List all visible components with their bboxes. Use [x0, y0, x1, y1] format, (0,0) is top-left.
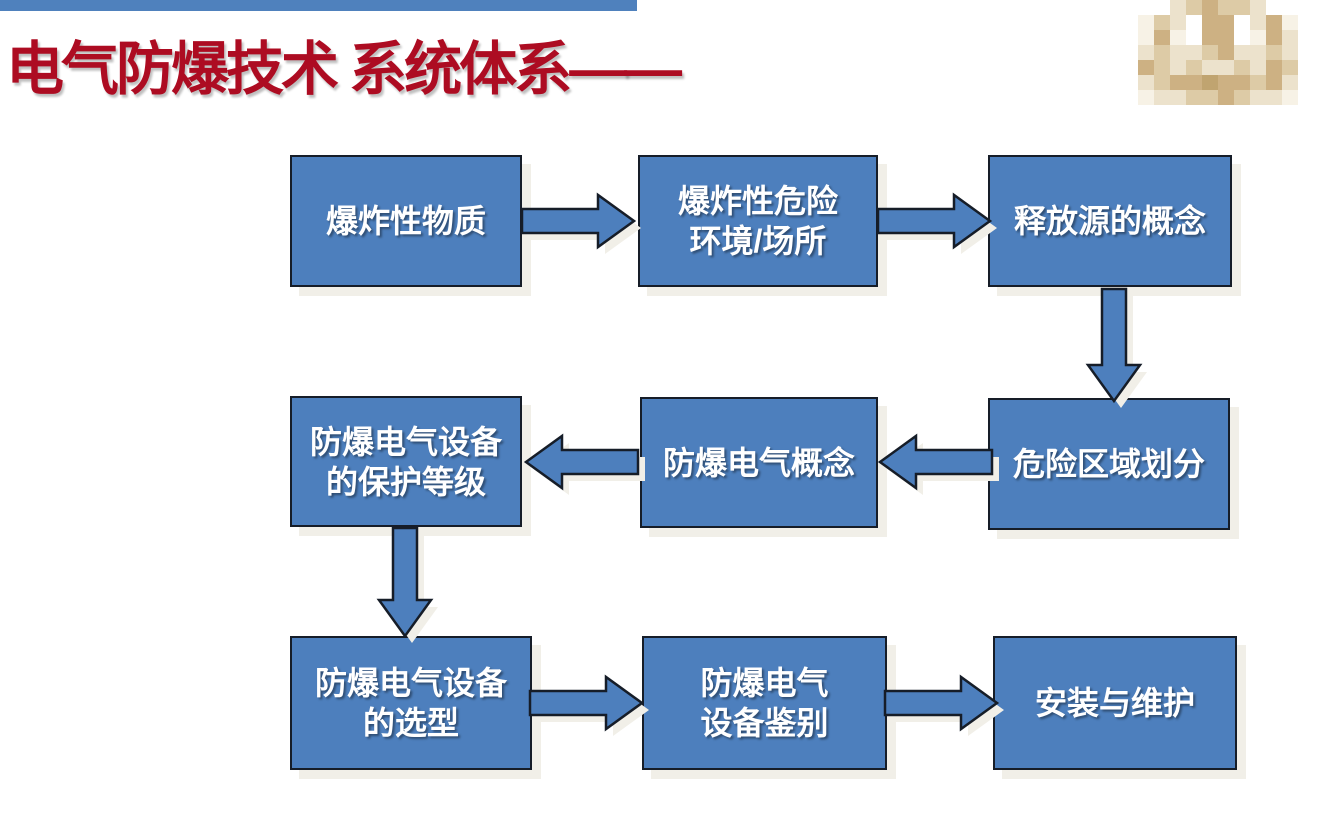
flow-node-equipment-selection: 防爆电气设备 的选型 [290, 636, 532, 770]
arrow-down-icon [1085, 287, 1147, 408]
pixelated-logo [1138, 0, 1298, 105]
arrow-right-icon [528, 674, 649, 736]
flow-node-installation-maintenance: 安装与维护 [993, 636, 1237, 770]
flow-node-release-source-concept: 释放源的概念 [988, 155, 1232, 287]
top-accent-bar [0, 0, 637, 11]
arrow-right-icon [520, 192, 641, 254]
flow-node-explosive-substances: 爆炸性物质 [290, 155, 522, 287]
flow-node-equipment-protection-level: 防爆电气设备 的保护等级 [290, 396, 522, 527]
flow-node-hazardous-environment: 爆炸性危险 环境/场所 [638, 155, 878, 287]
flow-node-hazardous-area-division: 危险区域划分 [988, 398, 1230, 530]
arrow-right-icon [883, 674, 1004, 736]
arrow-down-icon [376, 526, 438, 643]
arrow-left-icon [523, 433, 645, 495]
slide-title: 电气防爆技术 系统体系—— [6, 37, 682, 102]
flow-node-equipment-identification: 防爆电气 设备鉴别 [642, 636, 887, 770]
arrow-left-icon [877, 433, 999, 495]
arrow-right-icon [876, 192, 997, 254]
flow-node-exproof-electric-concept: 防爆电气概念 [640, 397, 878, 528]
